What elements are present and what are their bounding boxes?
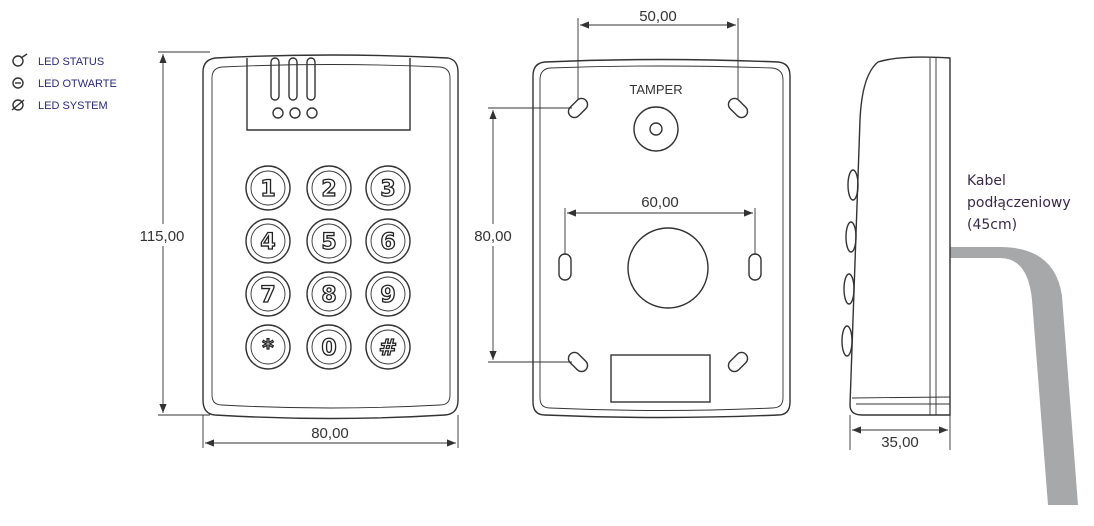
key-*: * (245, 324, 291, 370)
key-9: 9 (365, 271, 411, 317)
key-0: 0 (306, 324, 352, 370)
key-label: 4 (260, 230, 275, 255)
key-#: # (365, 324, 411, 370)
key-label: 7 (260, 283, 275, 308)
cable (950, 247, 1078, 505)
legend-label: LED STATUS (38, 56, 104, 68)
key-3: 3 (365, 165, 411, 211)
legend-label: LED OTWARTE (38, 78, 117, 90)
key-8: 8 (306, 271, 352, 317)
width-dimension: 80,00 (311, 425, 349, 442)
key-label: 8 (321, 283, 336, 308)
key-5: 5 (306, 218, 352, 264)
top-dimension: 50,00 (639, 8, 677, 25)
cable-label-line: (45cm) (967, 217, 1017, 233)
tamper-label: TAMPER (629, 82, 682, 97)
front-view: 1 2 3 4 5 6 7 8 9 * 0 # 115,00 80,00 (136, 51, 459, 448)
led-open-icon (12, 77, 24, 89)
keypad: 1 2 3 4 5 6 7 8 9 * 0 # (245, 165, 411, 370)
key-label: * (262, 336, 274, 361)
cable-label-line: podłączeniowy (967, 195, 1071, 211)
label-recess (610, 354, 711, 403)
key-label: 2 (321, 177, 336, 202)
mounting-slots (558, 97, 762, 373)
depth-dimension: 35,00 (881, 434, 919, 451)
key-label: 3 (380, 177, 395, 202)
key-2: 2 (306, 165, 352, 211)
tamper-switch (633, 106, 679, 152)
side-view: 35,00 Kabel podłączeniowy (45cm) (841, 56, 1078, 505)
led-icons (272, 107, 318, 119)
key-label: 6 (380, 230, 395, 255)
vertical-dimension: 80,00 (474, 228, 512, 245)
legend: LED STATUS LED OTWARTE LED SYSTEM (11, 53, 117, 112)
mid-dimension: 60,00 (641, 194, 679, 211)
side-buttons (841, 169, 859, 357)
led-status-icon (12, 53, 28, 67)
key-4: 4 (245, 218, 291, 264)
key-7: 7 (245, 271, 291, 317)
cable-hole (627, 227, 709, 309)
key-label: # (379, 336, 397, 361)
cable-label-line: Kabel (967, 173, 1006, 189)
back-view: TAMPER 50,00 60,00 80,00 (470, 8, 791, 419)
key-6: 6 (365, 218, 411, 264)
key-label: 1 (260, 177, 275, 202)
led-system-icon (11, 99, 25, 111)
led-window (246, 58, 411, 131)
key-label: 9 (380, 283, 395, 308)
key-label: 5 (321, 230, 336, 255)
key-label: 0 (321, 336, 336, 361)
key-1: 1 (245, 165, 291, 211)
legend-label: LED SYSTEM (38, 100, 108, 112)
led-bars (270, 57, 316, 101)
height-dimension: 115,00 (140, 228, 185, 245)
